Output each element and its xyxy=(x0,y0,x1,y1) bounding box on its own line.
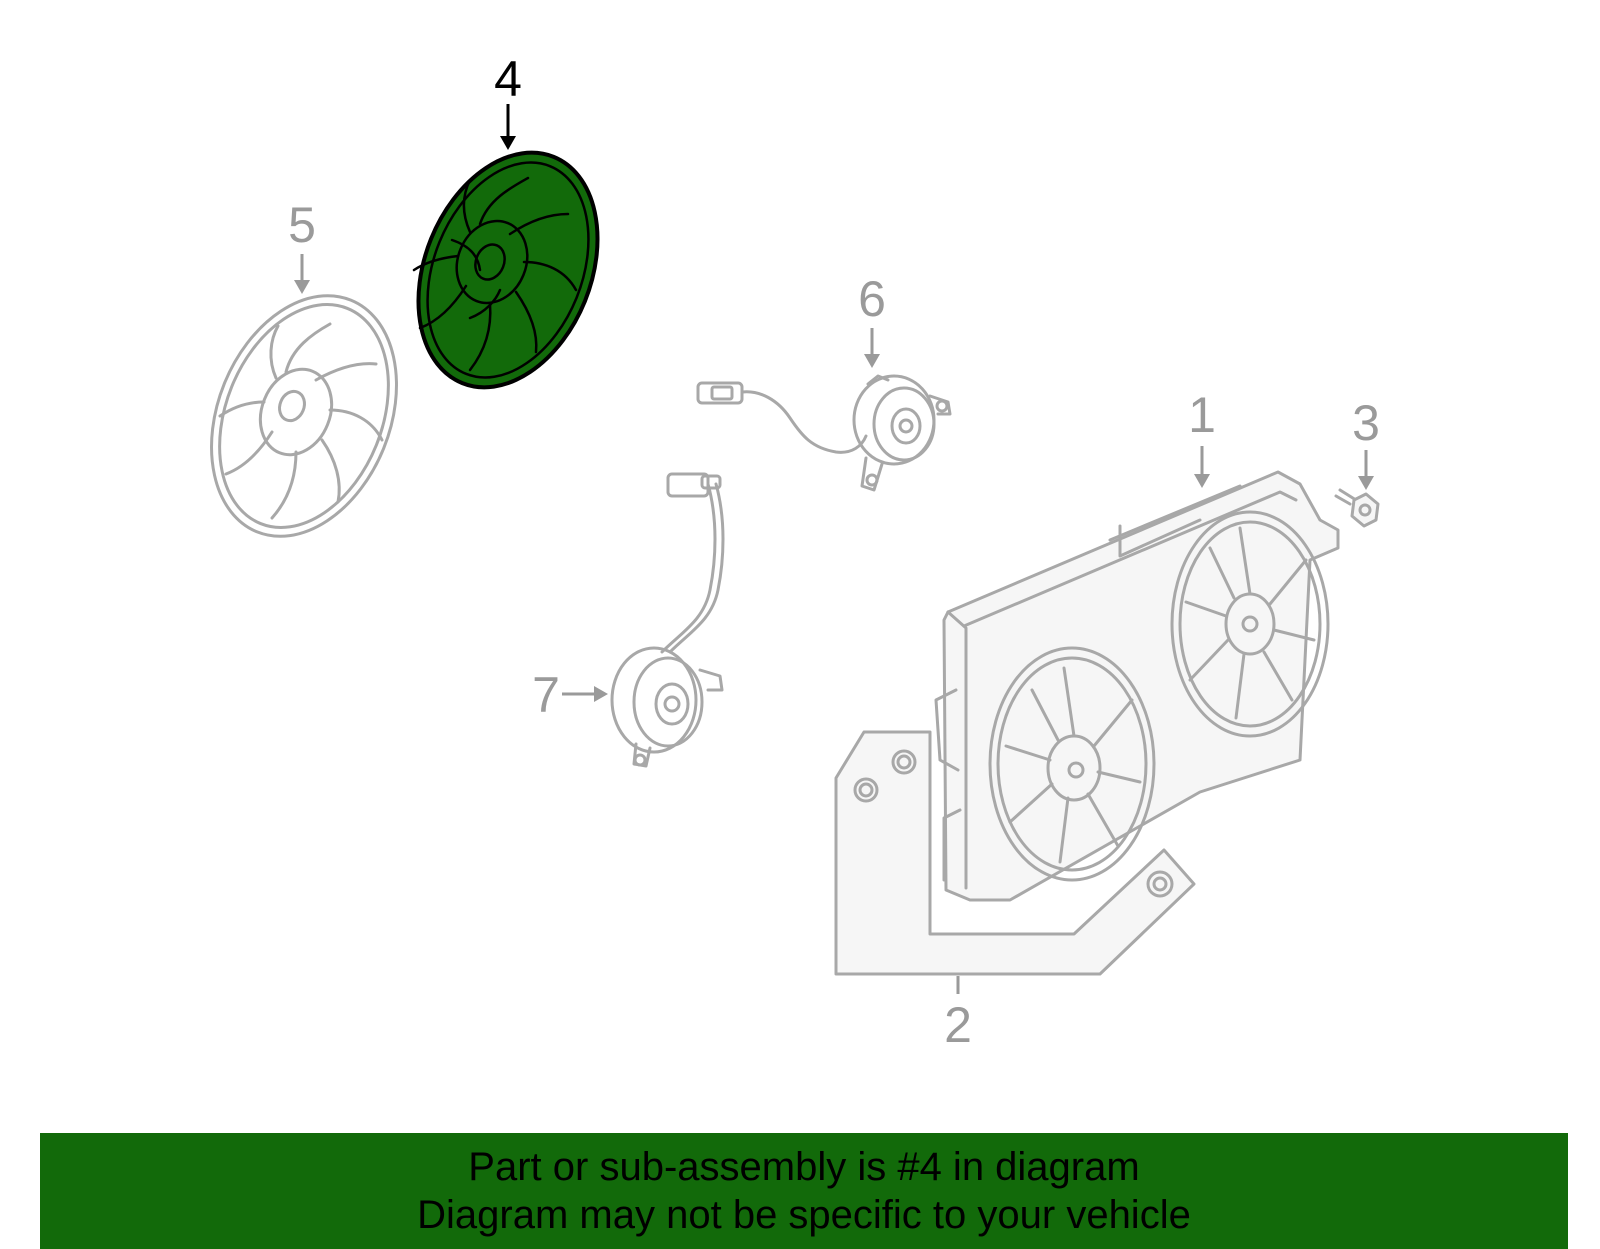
leader-5-arrowhead xyxy=(294,280,310,294)
callout-7: 7 xyxy=(532,667,560,723)
part-7-fan-motor[interactable] xyxy=(610,472,725,768)
leader-4-arrowhead xyxy=(500,136,516,150)
info-banner: Part or sub-assembly is #4 in diagram Di… xyxy=(40,1133,1568,1249)
leader-7-arrowhead xyxy=(594,686,608,702)
callout-2: 2 xyxy=(944,997,972,1053)
part-4-fan-blade-highlighted[interactable] xyxy=(385,126,630,414)
callout-6: 6 xyxy=(858,271,886,327)
part-6-fan-motor[interactable] xyxy=(696,374,952,492)
part-3-bolt[interactable] xyxy=(1334,488,1380,528)
leader-3-arrowhead xyxy=(1358,476,1374,490)
banner-line-part-number: Part or sub-assembly is #4 in diagram xyxy=(468,1145,1140,1189)
part-1-fan-shroud-assembly[interactable] xyxy=(934,470,1340,902)
callout-1: 1 xyxy=(1188,387,1216,443)
leader-6-arrowhead xyxy=(864,354,880,368)
banner-line-disclaimer: Diagram may not be specific to your vehi… xyxy=(417,1193,1191,1237)
part-2-bracket[interactable] xyxy=(834,730,1196,976)
callout-4: 4 xyxy=(494,51,522,107)
callout-3: 3 xyxy=(1352,395,1380,451)
leader-1-arrowhead xyxy=(1194,474,1210,488)
callout-5: 5 xyxy=(288,197,316,253)
part-5-fan-blade[interactable] xyxy=(177,268,430,564)
